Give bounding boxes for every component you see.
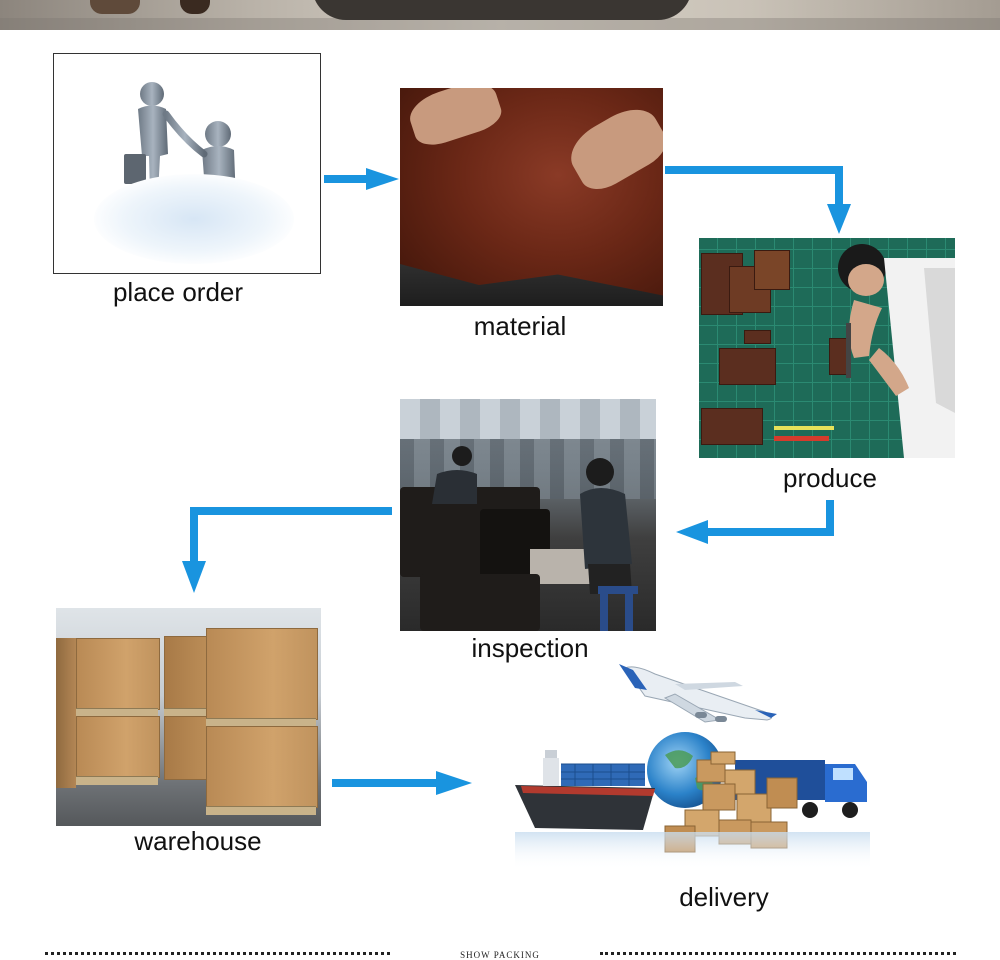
produce-image	[699, 238, 955, 458]
delivery-image	[515, 660, 870, 870]
ship-icon	[515, 750, 655, 830]
place-order-image	[53, 53, 321, 274]
plane-ship-truck	[515, 664, 870, 870]
inspection-image	[400, 399, 656, 631]
worker-figure	[432, 446, 477, 504]
step-label-place-order: place order	[112, 277, 244, 307]
section-caption: SHOW PACKING	[460, 950, 540, 960]
arrow-icon	[182, 507, 392, 593]
step-label-inspection: inspection	[471, 633, 589, 663]
arrow-icon	[676, 500, 834, 544]
arrow-icon	[665, 166, 851, 234]
boxes-icon	[664, 751, 798, 853]
step-label-warehouse: warehouse	[134, 826, 262, 856]
top-banner	[0, 0, 1000, 30]
step-label-material: material	[473, 311, 567, 341]
warehouse-image	[56, 608, 321, 826]
arrow-icon	[324, 168, 399, 190]
banner-bag	[312, 0, 692, 20]
worker-figure	[838, 244, 955, 458]
divider-right	[600, 952, 956, 955]
material-image	[400, 88, 663, 306]
step-label-delivery: delivery	[679, 882, 769, 912]
airplane-icon	[619, 664, 777, 723]
step-label-produce: produce	[783, 463, 877, 493]
divider-left	[45, 952, 390, 955]
hand-right	[561, 98, 663, 198]
arrow-icon	[332, 771, 472, 795]
inspector-figure	[580, 458, 638, 631]
hand-left	[404, 88, 506, 151]
